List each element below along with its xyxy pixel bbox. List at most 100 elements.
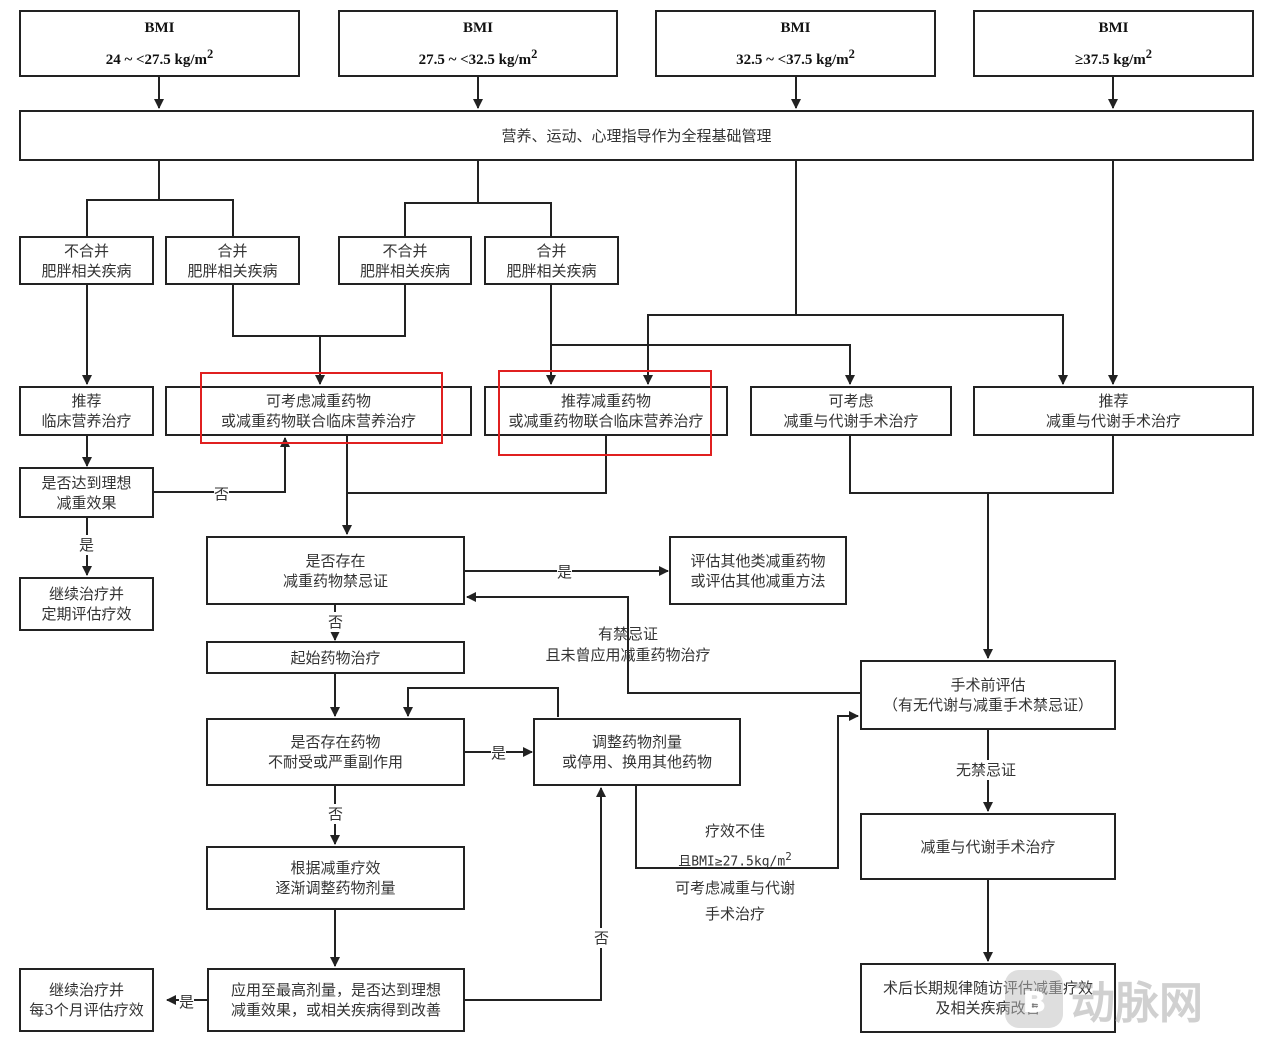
evaluate-other-box: 评估其他类减重药物 或评估其他减重方法 [669, 536, 847, 605]
line-1: 继续治疗并 [48, 981, 124, 999]
label-max-yes: 是 [179, 992, 195, 1012]
max-dose-box: 应用至最高剂量，是否达到理想 减重效果，或相关疾病得到改善 [207, 968, 465, 1032]
line-2: 定期评估疗效 [41, 605, 132, 623]
line-branch-1 [86, 161, 160, 236]
label-max-no: 否 [594, 928, 610, 948]
bmi-range: 24 ~ <27.5 kg/m2 [105, 46, 214, 68]
line-2: 或减重药物联合临床营养治疗 [508, 412, 704, 430]
label-poor-effect: 疗效不佳 且BMI≥27.5kg/m2 可考虑减重与代谢 手术治疗 [655, 818, 815, 927]
line-1: 根据减重疗效 [290, 859, 381, 877]
arrow-max-no [465, 787, 606, 1001]
foundation-management-box: 营养、运动、心理指导作为全程基础管理 [19, 110, 1254, 161]
bmi-box-3: BMI 32.5 ~ <37.5 kg/m2 [655, 10, 936, 77]
line-1: 合并 [217, 241, 248, 260]
preop-evaluation-box: 手术前评估 （有无代谢与减重手术禁忌证） [860, 660, 1116, 730]
line-2: 不耐受或严重副作用 [267, 753, 403, 771]
foundation-text: 营养、运动、心理指导作为全程基础管理 [501, 126, 772, 145]
line-1: 可考虑减重药物 [265, 392, 371, 410]
line-2: 肥胖相关疾病 [359, 261, 450, 280]
label-ideal-no: 否 [214, 484, 230, 504]
line-1: 是否存在药物 [290, 733, 381, 751]
line-2: 减重效果 [56, 493, 117, 512]
bmi-range: 32.5 ~ <37.5 kg/m2 [736, 46, 855, 68]
ideal-effect-box: 是否达到理想 减重效果 [19, 467, 154, 518]
surgery-box: 减重与代谢手术治疗 [860, 813, 1116, 880]
line-branch-2 [404, 161, 479, 236]
arrow-ideal-no [153, 437, 290, 493]
bmi-range: 27.5 ~ <32.5 kg/m2 [418, 46, 538, 68]
highlight-consider-drug [200, 372, 443, 444]
line-2: 减重药物禁忌证 [282, 571, 388, 590]
label-contra-no: 否 [328, 612, 344, 632]
arrow-preop-has-contra [466, 592, 860, 694]
line-1: 疗效不佳 [704, 822, 765, 840]
line-2: 减重与代谢手术治疗 [1045, 412, 1181, 430]
line-1: 继续治疗并 [48, 585, 124, 603]
line-2: 临床营养治疗 [41, 412, 132, 430]
line-1: 不合并 [382, 241, 428, 260]
bmi-range: ≥37.5 kg/m2 [1075, 46, 1152, 68]
line-2: 且未曾应用减重药物治疗 [545, 646, 711, 664]
line-1: 合并 [536, 241, 567, 260]
recommend-surgery-box: 推荐 减重与代谢手术治疗 [973, 386, 1254, 436]
continue-3month-box: 继续治疗并 每3个月评估疗效 [19, 968, 154, 1032]
surgery-text: 减重与代谢手术治疗 [920, 837, 1056, 856]
comorbidity-box-2: 合并 肥胖相关疾病 [484, 236, 619, 285]
line-2: 或减重药物联合临床营养治疗 [220, 412, 416, 430]
line-1: 可考虑 [828, 392, 874, 410]
continue-periodic-box: 继续治疗并 定期评估疗效 [19, 577, 154, 631]
bmi-box-4: BMI ≥37.5 kg/m2 [973, 10, 1254, 77]
line-2: 肥胖相关疾病 [506, 261, 597, 280]
line-2: 每3个月评估疗效 [29, 1001, 144, 1019]
line-1: 应用至最高剂量，是否达到理想 [230, 981, 441, 999]
line-1: 调整药物剂量 [591, 733, 682, 751]
line-1: 手术前评估 [950, 676, 1026, 694]
watermark: ʙ 动脉网 [1005, 966, 1260, 1032]
no-comorbidity-box-1: 不合并 肥胖相关疾病 [19, 236, 154, 285]
no-comorbidity-box-2: 不合并 肥胖相关疾病 [338, 236, 472, 285]
line-2: 逐渐调整药物剂量 [275, 879, 396, 897]
gradual-adjust-box: 根据减重疗效 逐渐调整药物剂量 [206, 846, 465, 910]
label-ideal-yes: 是 [79, 535, 95, 555]
bmi-label: BMI [144, 19, 175, 36]
adjust-dose-box: 调整药物剂量 或停用、换用其他药物 [533, 718, 741, 786]
line-2: 或停用、换用其他药物 [561, 753, 712, 771]
line-branch-1b [159, 199, 234, 236]
line-2: 且BMI≥27.5kg/m2 [678, 850, 792, 870]
bmi-box-2: BMI 27.5 ~ <32.5 kg/m2 [338, 10, 618, 77]
line-adjust-loop [403, 687, 559, 717]
label-no-contra: 无禁忌证 [956, 760, 1017, 780]
line-branch-2b [478, 202, 552, 236]
recommend-mnt-box: 推荐 临床营养治疗 [19, 386, 154, 436]
comorbidity-box-1: 合并 肥胖相关疾病 [165, 236, 300, 285]
consider-drug-box: 可考虑减重药物 或减重药物联合临床营养治疗 [165, 386, 472, 436]
line-2: 或评估其他减重方法 [690, 571, 826, 590]
contraindication-box: 是否存在 减重药物禁忌证 [206, 536, 465, 605]
consider-surgery-box: 可考虑 减重与代谢手术治疗 [750, 386, 952, 436]
line-2: 肥胖相关疾病 [41, 261, 132, 280]
line-1: 有禁忌证 [597, 625, 658, 643]
bmi-label: BMI [780, 19, 811, 36]
line-to-consider-surgery [551, 344, 855, 385]
line-2: （有无代谢与减重手术禁忌证） [882, 696, 1093, 714]
label-contra-yes: 是 [557, 562, 573, 582]
line-3: 可考虑减重与代谢 [674, 879, 795, 898]
line-1: 不合并 [63, 241, 109, 260]
arrow-poor-effect [635, 711, 859, 869]
bmi-label: BMI [1098, 19, 1129, 36]
intolerance-box: 是否存在药物 不耐受或严重副作用 [206, 718, 465, 786]
line-4: 手术治疗 [704, 905, 765, 924]
start-drug-text: 起始药物治疗 [290, 648, 381, 667]
line-1: 推荐减重药物 [560, 392, 651, 410]
highlight-recommend-drug [498, 370, 712, 456]
line-1: 评估其他类减重药物 [690, 551, 826, 570]
line-bmi3-down [643, 161, 797, 385]
line-merge-consider [232, 285, 406, 337]
bmi-box-1: BMI 24 ~ <27.5 kg/m2 [19, 10, 300, 77]
line-2: 减重与代谢手术治疗 [783, 412, 919, 430]
line-1: 是否达到理想 [41, 473, 132, 492]
line-2: 肥胖相关疾病 [187, 261, 278, 280]
label-intol-yes: 是 [491, 743, 507, 763]
watermark-text: 动脉网 [1071, 978, 1203, 1029]
